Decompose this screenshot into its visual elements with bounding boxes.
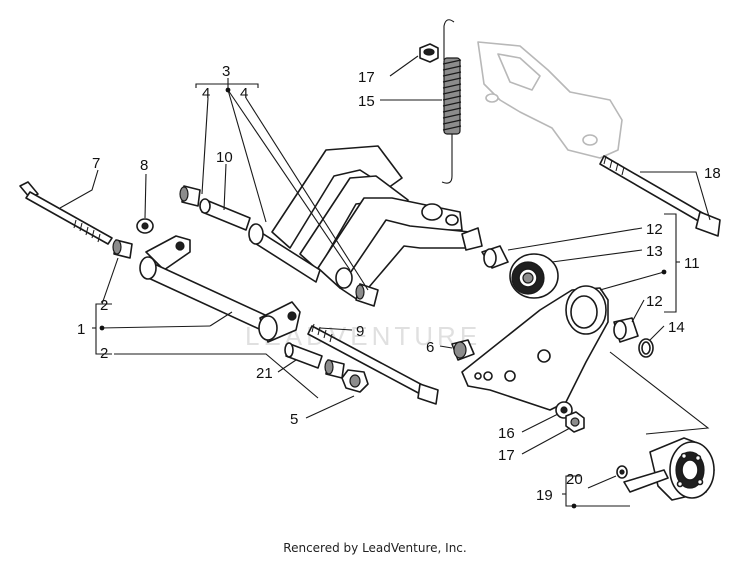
callout-19: 19 <box>536 487 553 504</box>
part-5-nut <box>341 369 369 393</box>
part-4-bushing-left <box>179 185 201 207</box>
part-21-pin <box>284 342 323 369</box>
callout-9: 9 <box>356 323 364 340</box>
part-14-circlip <box>638 338 654 358</box>
footer-credit: Rencered by LeadVenture, Inc. <box>283 541 467 555</box>
part-1-bracket <box>139 235 301 343</box>
part-8-washer <box>136 218 154 234</box>
part-6-spacer <box>451 339 475 361</box>
part-12-bushing-upper <box>481 245 509 269</box>
callout-13: 13 <box>646 243 663 260</box>
callout-14: 14 <box>668 319 685 336</box>
part-19-damper <box>623 437 715 501</box>
callout-20: 20 <box>566 471 583 488</box>
part-13-bearing <box>509 253 559 299</box>
callout-16: 16 <box>498 425 515 442</box>
callout-3: 3 <box>222 63 230 80</box>
callout-21: 21 <box>256 365 273 382</box>
callout-labels: 1 2 2 3 4 4 5 6 7 8 9 10 11 12 12 13 14 … <box>77 63 721 504</box>
part-20-fastener <box>616 465 628 479</box>
bracket-dots <box>99 87 667 509</box>
callout-1: 1 <box>77 321 85 338</box>
callout-6: 6 <box>426 339 434 356</box>
part-10-pin <box>199 198 251 231</box>
part-7-bolt <box>19 181 113 245</box>
part-17-nut-lower <box>565 411 585 433</box>
part-2-bushing-upper <box>112 239 133 259</box>
part-16-washer <box>555 401 573 419</box>
callout-11: 11 <box>684 255 700 272</box>
callout-18: 18 <box>704 165 721 182</box>
part-9-bolt <box>307 323 439 405</box>
callout-8: 8 <box>140 157 148 174</box>
callout-5: 5 <box>290 411 298 428</box>
part-17-nut-top <box>419 43 439 63</box>
leader-lines <box>59 55 711 507</box>
part-18-long-bolt <box>599 155 721 237</box>
callout-10: 10 <box>216 149 233 166</box>
part-2-bushing-lower <box>324 359 345 379</box>
callout-2-upper: 2 <box>100 297 108 314</box>
part-4-bushing-right <box>355 283 379 307</box>
callout-2-lower: 2 <box>100 345 108 362</box>
frame-bracket-ghost <box>477 41 623 159</box>
callout-4-right: 4 <box>240 85 248 102</box>
callout-15: 15 <box>358 93 375 110</box>
callout-17-top: 17 <box>358 69 375 86</box>
part-15-spring <box>441 19 462 184</box>
callout-12-lower: 12 <box>646 293 663 310</box>
callout-17-lower: 17 <box>498 447 515 464</box>
callout-7: 7 <box>92 155 100 172</box>
part-12-bushing-lower <box>613 317 639 343</box>
swing-arm-assembly <box>248 145 483 301</box>
callout-4-left: 4 <box>202 85 210 102</box>
part-11-arm-plate <box>461 285 609 411</box>
callout-12-upper: 12 <box>646 221 663 238</box>
